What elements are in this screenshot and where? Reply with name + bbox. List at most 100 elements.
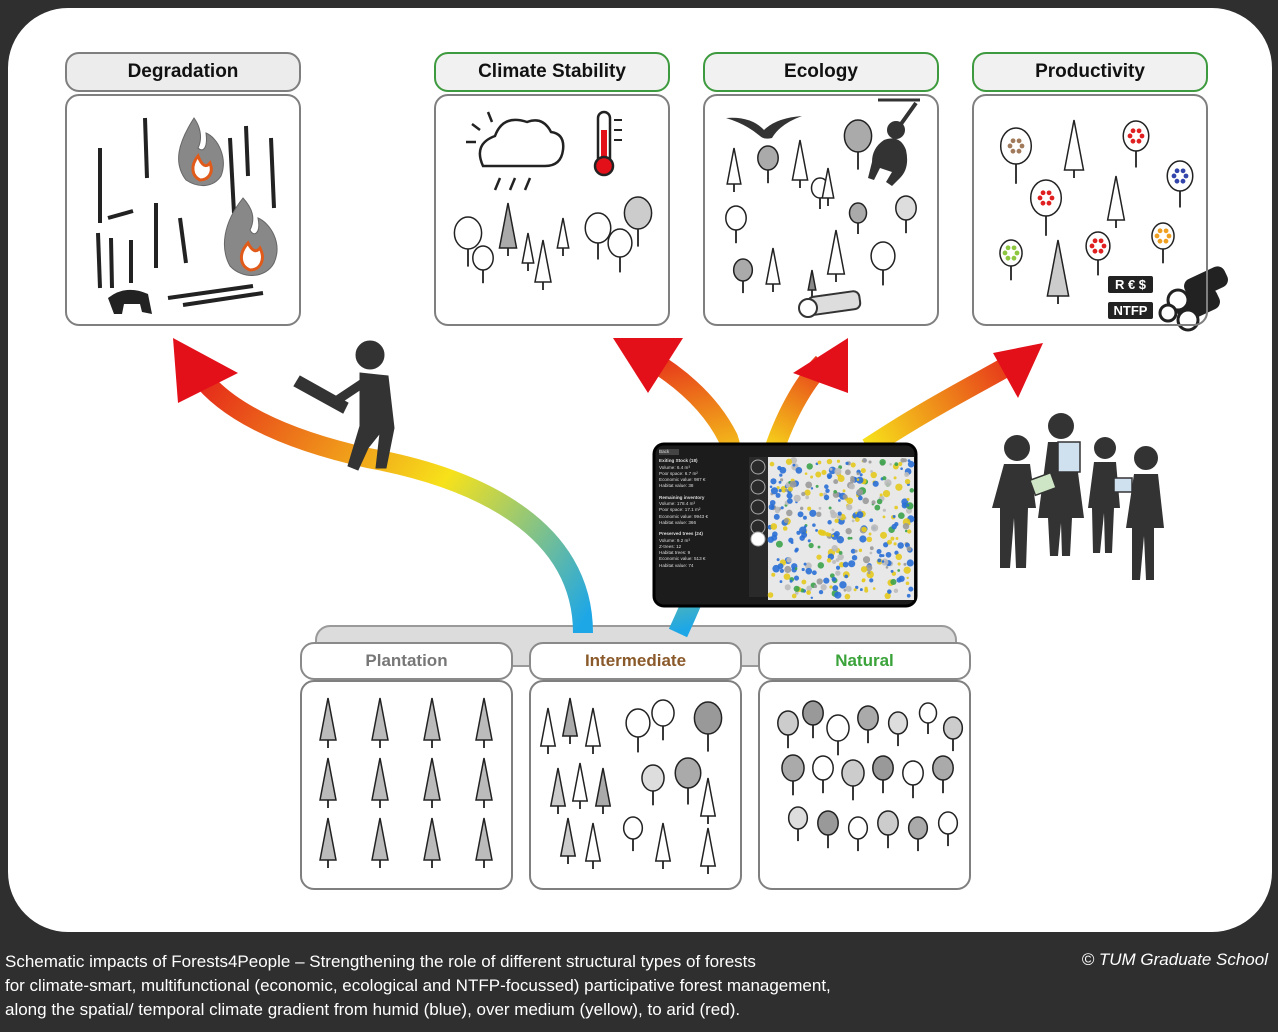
fruit-dot <box>1127 133 1133 139</box>
arrow-to-ecology <box>763 338 848 457</box>
tree-map-dot <box>859 473 863 477</box>
tree-map-dot <box>784 488 788 492</box>
tree-map-dot <box>789 480 797 488</box>
tree-map-dot <box>848 560 856 568</box>
tree-map-dot <box>823 577 830 584</box>
conifer-tree-icon <box>475 757 493 801</box>
fruit-dot <box>1011 245 1017 251</box>
tree-map-dot <box>817 460 822 465</box>
panel-degradation <box>65 94 301 326</box>
panel-title-degradation: Degradation <box>65 52 301 92</box>
tree-map-dot <box>832 559 837 565</box>
tree-map-dot <box>825 488 830 494</box>
caption-line: along the spatial/ temporal climate grad… <box>5 1000 741 1019</box>
tree-map-dot <box>770 487 779 495</box>
tree-map-dot <box>803 562 807 566</box>
tree-map-dot <box>794 591 799 595</box>
tree-map-dot <box>815 471 822 478</box>
broadleaf-tree-icon <box>625 708 651 738</box>
tree-map-dot <box>904 478 911 485</box>
tree-map-dot <box>784 584 791 591</box>
tree-map-dot <box>810 596 814 600</box>
tree-map-dot <box>898 461 903 467</box>
tree-map-dot <box>821 469 827 476</box>
thermometer-icon <box>593 110 622 177</box>
tree-map-dot <box>903 566 911 574</box>
tree-map-dot <box>887 539 892 545</box>
tree-map-dot <box>829 467 833 471</box>
conifer-tree-icon <box>1063 119 1085 171</box>
tree-map-dot <box>892 515 896 519</box>
tree-map-dot <box>842 494 848 500</box>
tree-map-dot <box>857 495 863 501</box>
tree-map-dot <box>881 554 885 558</box>
broadleaf-tree-icon <box>1085 231 1111 261</box>
conifer-tree-icon <box>498 202 518 249</box>
broadleaf-tree-icon <box>781 754 805 782</box>
tree-map-dot <box>907 460 915 468</box>
broadleaf-tree-icon <box>843 119 873 153</box>
fruit-dot <box>1157 238 1163 244</box>
fruit-dot <box>1174 178 1180 184</box>
tree-map-dot <box>795 547 799 552</box>
fruit-dot <box>1011 255 1017 261</box>
tree-map-dot <box>850 475 855 481</box>
tree-map-dot <box>906 504 910 507</box>
conifer-tree-icon <box>319 817 337 861</box>
tree-map-dot <box>834 467 842 475</box>
tablet-back-button[interactable]: Back <box>659 449 679 456</box>
tree-map-dot <box>826 558 832 563</box>
tree-map-dot <box>806 590 811 595</box>
fruit-dot <box>1016 138 1022 144</box>
tablet-line: Poor space: 6.7 m² <box>659 470 698 476</box>
fruit-dot <box>1098 238 1104 244</box>
tree-map-dot <box>869 551 873 555</box>
panel-productivity <box>972 94 1208 326</box>
tablet-info-panel: Back Exiting Stock (18) Volume: 6.4 m³ P… <box>659 449 747 569</box>
tree-map-dot <box>797 511 804 518</box>
conifer-tree-icon <box>826 229 846 275</box>
tree-map-dot <box>871 500 876 505</box>
tree-map-dot <box>894 550 899 555</box>
tablet-device <box>652 442 918 608</box>
tree-map-dot <box>775 540 783 548</box>
tree-map-dot <box>834 518 839 524</box>
tablet-line: Poor space: 17.1 m² <box>659 507 701 513</box>
broadleaf-tree-icon <box>1166 160 1194 192</box>
tree-map-dot <box>808 542 814 549</box>
tree-map-dot <box>779 568 785 573</box>
broadleaf-tree-icon <box>812 755 834 781</box>
tree-map-dot <box>854 549 858 553</box>
fire-icon-large <box>223 197 278 276</box>
tree-map-dot <box>815 529 818 532</box>
tree-map-dot <box>909 488 915 493</box>
tree-map-dot <box>893 476 897 480</box>
tree-map-dot <box>864 588 869 593</box>
conifer-tree-icon <box>319 757 337 801</box>
tree-map-dot <box>810 487 814 490</box>
tree-map-dot <box>818 506 822 510</box>
fruit-dot <box>1010 138 1016 144</box>
conifer-tree-icon <box>571 762 589 802</box>
tablet-preserved-title: Preserved trees (24) <box>659 531 703 537</box>
tree-map-dot <box>831 545 838 552</box>
tree-map-dot <box>846 504 853 511</box>
conifer-tree-icon <box>807 269 817 291</box>
degradation-illustration <box>96 117 276 314</box>
fruit-dot <box>1049 195 1055 201</box>
tablet-line: Economic value: 513 € <box>659 556 706 562</box>
tree-map-dot <box>804 489 811 496</box>
intermediate-illustration <box>539 697 723 874</box>
tree-map-dot <box>831 534 835 538</box>
fruit-dot <box>1005 255 1011 261</box>
chainsaw-person-icon <box>293 340 395 471</box>
fruit-dot <box>1154 233 1160 239</box>
fruit-dot <box>1183 173 1189 179</box>
tree-map-dot <box>904 472 910 477</box>
fruit-dot <box>1130 128 1136 134</box>
tree-map-dot <box>897 562 901 566</box>
tree-map-dot <box>897 542 904 549</box>
tablet-line: Volume: 178.4 m³ <box>659 501 696 507</box>
tree-map-dot <box>817 545 821 549</box>
tree-map-dot <box>816 578 823 585</box>
